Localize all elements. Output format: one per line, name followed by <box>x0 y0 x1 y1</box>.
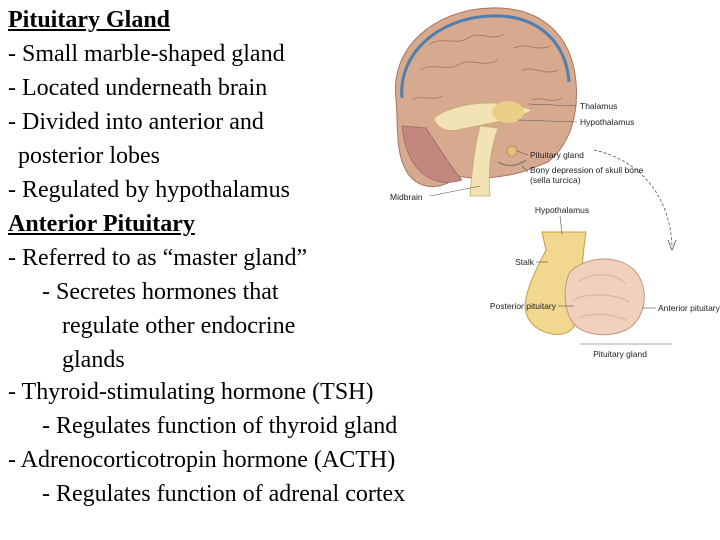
label-sella-turcica: (sella turcica) <box>530 175 581 185</box>
bullet-tsh: - Thyroid-stimulating hormone (TSH) <box>8 379 374 405</box>
heading-pituitary-gland: Pituitary Gland <box>8 7 171 33</box>
sub-bullet-tsh: - Regulates function of thyroid gland <box>42 413 398 439</box>
sub-bullet-secretes-cont2: glands <box>62 347 125 373</box>
brain-illustration <box>394 7 577 197</box>
pituitary-illustration: Thalamus Hypothalamus Pituitary gland Bo… <box>372 0 720 370</box>
bullet-acth: - Adrenocorticotropin hormone (ACTH) <box>8 447 396 473</box>
label-pituitary-gland-brain: Pituitary gland <box>530 150 584 160</box>
dashed-arrow <box>593 149 673 247</box>
sub-bullet-acth: - Regulates function of adrenal cortex <box>42 481 406 507</box>
bullet-regulation: - Regulated by hypothalamus <box>8 177 290 203</box>
label-posterior-pituitary: Posterior pituitary <box>490 301 557 311</box>
label-stalk: Stalk <box>515 257 535 267</box>
bullet-size: - Small marble-shaped gland <box>8 41 285 67</box>
bullet-lobes-cont: posterior lobes <box>18 143 160 169</box>
bullet-location: - Located underneath brain <box>8 75 268 101</box>
arrowhead-icon <box>667 239 677 252</box>
sub-bullet-secretes-cont1: regulate other endocrine <box>62 313 296 339</box>
bullet-master-gland: - Referred to as “master gland” <box>8 245 308 271</box>
pituitary-gland-illustration <box>524 231 645 336</box>
sub-bullet-secretes: - Secretes hormones that <box>42 279 279 305</box>
bullet-lobes: - Divided into anterior and <box>8 109 264 135</box>
label-hypothalamus-brain: Hypothalamus <box>580 117 634 127</box>
label-anterior-pituitary: Anterior pituitary <box>658 303 720 313</box>
label-bony-depression: Bony depression of skull bone <box>530 165 644 175</box>
label-midbrain: Midbrain <box>390 192 423 202</box>
brain-labels: Thalamus Hypothalamus Pituitary gland Bo… <box>390 101 644 202</box>
anatomy-diagram: Thalamus Hypothalamus Pituitary gland Bo… <box>390 7 720 359</box>
caption-pituitary-gland: Pituitary gland <box>593 349 647 359</box>
label-hypothalamus-gland: Hypothalamus <box>535 205 589 215</box>
label-thalamus: Thalamus <box>580 101 617 111</box>
heading-anterior-pituitary: Anterior Pituitary <box>8 211 195 237</box>
gland-labels: Hypothalamus Stalk Posterior pituitary A… <box>490 205 720 359</box>
